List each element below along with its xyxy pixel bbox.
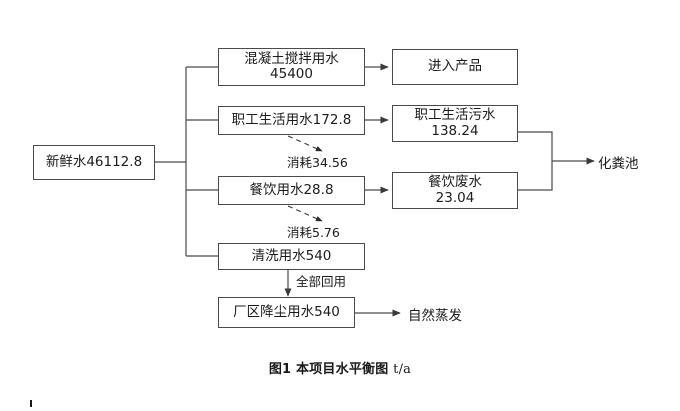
node-dust-suppression-use[interactable]: 厂区降尘用水540: [218, 297, 355, 328]
terminal-septic-tank: 化粪池: [598, 156, 639, 172]
node-dust-suppression-use-line1: 厂区降尘用水540: [233, 303, 340, 320]
figure-caption: 图1 本项目水平衡图 t/a: [0, 358, 680, 377]
node-catering-use[interactable]: 餐饮用水28.8: [218, 176, 365, 205]
node-catering-wastewater-line1: 餐饮废水: [428, 174, 482, 191]
figure-caption-main: 图1 本项目水平衡图: [268, 362, 389, 377]
node-cleaning-use-line1: 清洗用水540: [251, 247, 332, 264]
edge-staff-consumption: [287, 135, 323, 152]
terminal-natural-evaporation: 自然蒸发: [408, 308, 462, 324]
node-fresh-water-line1: 新鲜水46112.8: [45, 153, 143, 170]
node-fresh-water[interactable]: 新鲜水46112.8: [33, 145, 155, 180]
node-staff-living-use-line1: 职工生活用水172.8: [231, 111, 352, 128]
edge-merge-to-septic-bus: [518, 131, 553, 191]
node-staff-living-use[interactable]: 职工生活用水172.8: [218, 106, 365, 135]
node-into-product[interactable]: 进入产品: [392, 49, 518, 85]
edge-catering-consumption: [287, 205, 323, 222]
node-catering-use-line1: 餐饮用水28.8: [249, 181, 334, 198]
node-concrete-mixing-line1: 混凝土搅拌用水: [244, 50, 339, 67]
node-into-product-line1: 进入产品: [428, 58, 482, 75]
edge-label-consumption-catering: 消耗5.76: [287, 225, 340, 240]
node-staff-living-sewage[interactable]: 职工生活污水 138.24: [392, 105, 518, 142]
node-cleaning-use[interactable]: 清洗用水540: [218, 243, 365, 270]
node-concrete-mixing[interactable]: 混凝土搅拌用水 45400: [218, 48, 365, 86]
node-catering-wastewater[interactable]: 餐饮废水 23.04: [392, 172, 518, 209]
figure-caption-unit: t/a: [393, 362, 412, 377]
node-staff-living-sewage-line1: 职工生活污水: [414, 107, 496, 124]
node-staff-living-sewage-line2: 138.24: [431, 122, 479, 139]
node-catering-wastewater-line2: 23.04: [435, 189, 475, 206]
edge-label-consumption-staff: 消耗34.56: [287, 155, 348, 170]
edge-label-full-reuse: 全部回用: [296, 274, 347, 289]
node-concrete-mixing-line2: 45400: [270, 66, 313, 82]
page-corner-mark: [30, 400, 32, 407]
